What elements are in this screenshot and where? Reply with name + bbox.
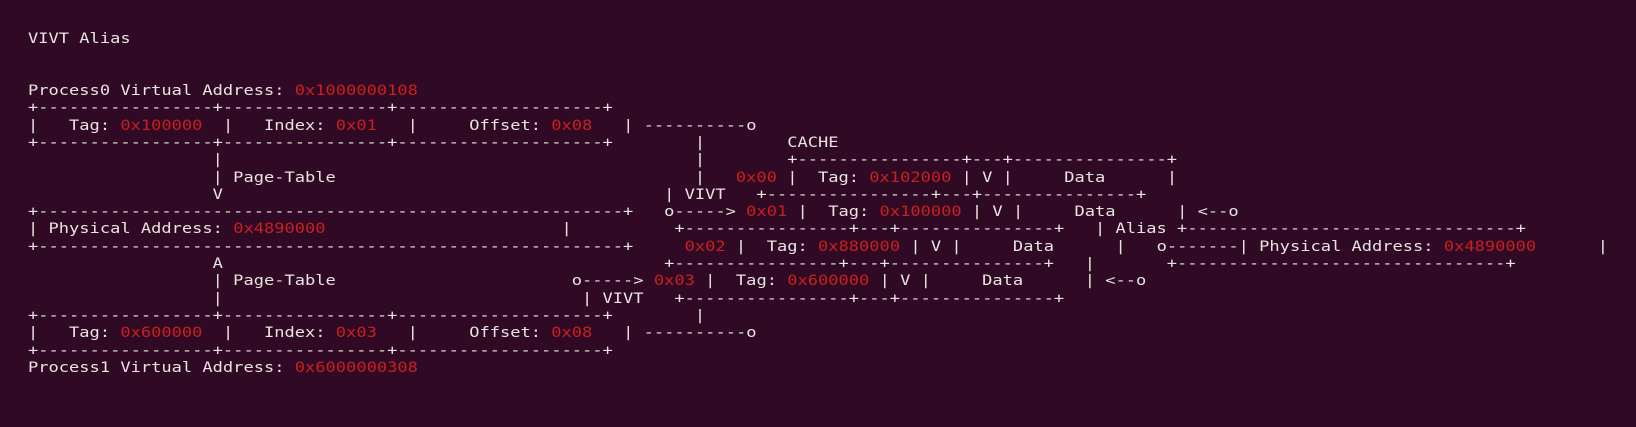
diagram-line: VIVT Alias xyxy=(28,30,1608,47)
diagram-line: | | +----------------+---+--------------… xyxy=(28,151,1608,168)
hex-value: 0x6000000308 xyxy=(294,358,418,376)
ascii-text: | Tag: xyxy=(787,203,880,221)
ascii-text: +-----------------+----------------+----… xyxy=(28,133,839,151)
ascii-text: V | VIVT +----------------+---+---------… xyxy=(28,185,1147,203)
ascii-text: +-----------------+----------------+----… xyxy=(28,341,613,359)
diagram-line xyxy=(28,47,1608,64)
ascii-text: | Tag: xyxy=(28,324,121,342)
diagram-line: | | VIVT +----------------+---+---------… xyxy=(28,290,1608,307)
diagram-line: A +----------------+---+---------------+… xyxy=(28,255,1608,272)
ascii-text: A +----------------+---+---------------+… xyxy=(28,255,1516,273)
ascii-text: | V | Data | <--o xyxy=(869,272,1147,290)
ascii-text: +---------------------------------------… xyxy=(28,237,685,255)
diagram-line: | Physical Address: 0x4890000 | +-------… xyxy=(28,220,1608,237)
hex-value: 0x4890000 xyxy=(233,220,326,238)
hex-value: 0x08 xyxy=(551,324,593,342)
diagram-line: | Tag: 0x100000 | Index: 0x01 | Offset: … xyxy=(28,117,1608,134)
ascii-text: | | +----------------+---+--------------… xyxy=(28,151,1178,169)
diagram-line: +-----------------+----------------+----… xyxy=(28,134,1608,151)
ascii-diagram: VIVT Alias Process0 Virtual Address: 0x1… xyxy=(28,30,1608,376)
ascii-text: | ----------o xyxy=(592,324,757,342)
ascii-text: | Offset: xyxy=(376,324,552,342)
hex-value: 0x102000 xyxy=(869,168,952,186)
diagram-line: | Page-Table | 0x00 | Tag: 0x102000 | V … xyxy=(28,169,1608,186)
diagram-line: V | VIVT +----------------+---+---------… xyxy=(28,186,1608,203)
hex-value: 0x01 xyxy=(746,203,788,221)
ascii-text: | Index: xyxy=(202,324,336,342)
hex-value: 0x02 xyxy=(684,237,726,255)
ascii-text: | Page-Table | xyxy=(28,168,736,186)
hex-value: 0x4890000 xyxy=(1443,237,1537,255)
diagram-line: | Tag: 0x600000 | Index: 0x03 | Offset: … xyxy=(28,324,1608,341)
hex-value: 0x100000 xyxy=(879,203,962,221)
ascii-text: +---------------------------------------… xyxy=(28,203,747,221)
ascii-text: | ----------o xyxy=(592,116,757,134)
ascii-text: VIVT Alias xyxy=(28,30,131,47)
diagram-line: +---------------------------------------… xyxy=(28,238,1608,255)
hex-value: 0x03 xyxy=(653,272,695,290)
diagram-line: +---------------------------------------… xyxy=(28,203,1608,220)
ascii-text: | Physical Address: xyxy=(28,220,234,238)
hex-value: 0x880000 xyxy=(817,237,901,255)
ascii-text: | V | Data | <--o xyxy=(961,203,1239,221)
hex-value: 0x08 xyxy=(551,116,593,134)
ascii-text: | | VIVT +----------------+---+---------… xyxy=(28,289,1065,307)
diagram-line: +-----------------+----------------+----… xyxy=(28,307,1608,324)
diagram-line xyxy=(28,65,1608,82)
ascii-text: | Tag: xyxy=(694,272,788,290)
hex-value: 0x00 xyxy=(735,168,777,186)
ascii-text: | Index: xyxy=(202,116,336,134)
hex-value: 0x01 xyxy=(335,116,377,134)
ascii-text: Process1 Virtual Address: xyxy=(28,358,295,376)
ascii-text: | Tag: xyxy=(725,237,818,255)
ascii-text: +-----------------+----------------+----… xyxy=(28,99,613,117)
hex-value: 0x1000000108 xyxy=(294,81,418,99)
diagram-line: Process0 Virtual Address: 0x1000000108 xyxy=(28,82,1608,99)
diagram-line: Process1 Virtual Address: 0x6000000308 xyxy=(28,359,1608,376)
ascii-text: | Tag: xyxy=(28,116,121,134)
ascii-text: | +----------------+---+---------------+… xyxy=(325,220,1526,238)
diagram-line: +-----------------+----------------+----… xyxy=(28,99,1608,116)
ascii-text: | V | Data | xyxy=(951,168,1178,186)
ascii-text: | Tag: xyxy=(776,168,870,186)
hex-value: 0x600000 xyxy=(120,324,203,342)
diagram-line: +-----------------+----------------+----… xyxy=(28,342,1608,359)
hex-value: 0x03 xyxy=(335,324,377,342)
hex-value: 0x100000 xyxy=(120,116,203,134)
ascii-text: | Page-Table o-----> xyxy=(28,272,654,290)
ascii-text: | Offset: xyxy=(376,116,552,134)
ascii-text: Process0 Virtual Address: xyxy=(28,81,295,99)
ascii-text: | xyxy=(1536,237,1608,255)
diagram-line: | Page-Table o-----> 0x03 | Tag: 0x60000… xyxy=(28,272,1608,289)
ascii-text: | V | Data | o-------| Physical Address: xyxy=(900,237,1444,255)
hex-value: 0x600000 xyxy=(787,272,870,290)
ascii-text: +-----------------+----------------+----… xyxy=(28,307,706,324)
